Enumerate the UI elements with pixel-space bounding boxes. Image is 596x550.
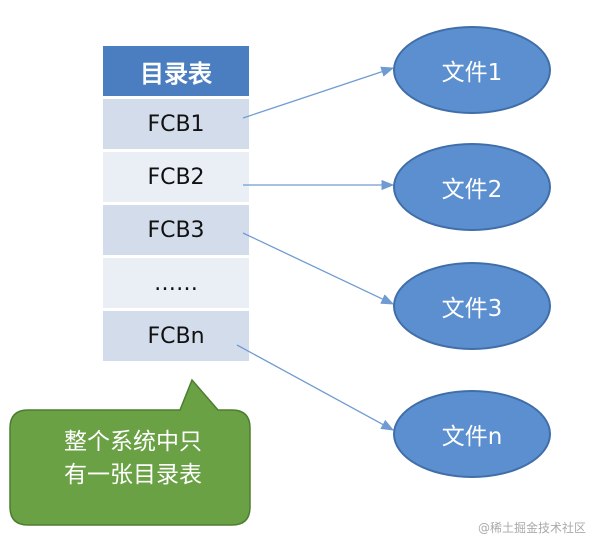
fcb-row-2: FCB2 — [103, 152, 249, 202]
file-node-3-label: 文件3 — [441, 296, 503, 322]
watermark: @稀土掘金技术社区 — [477, 521, 586, 535]
file-node-1: 文件1 — [393, 26, 551, 114]
fcb-row-n: FCBn — [103, 311, 249, 361]
directory-table: 目录表 FCB1 FCB2 FCB3 …… FCBn — [103, 46, 249, 364]
callout-line-2: 有一张目录表 — [64, 462, 202, 488]
file-node-3: 文件3 — [393, 262, 551, 350]
file-node-2: 文件2 — [393, 143, 551, 231]
arrow-fcb1-to-file1 — [242, 66, 395, 119]
fcb-row-1: FCB1 — [103, 99, 249, 149]
file-node-1-label: 文件1 — [441, 60, 503, 86]
directory-table-header: 目录表 — [103, 46, 249, 96]
callout-bubble — [9, 378, 251, 526]
arrow-fcb3-to-file3 — [242, 232, 395, 305]
file-node-n-label: 文件n — [441, 424, 503, 450]
file-node-2-label: 文件2 — [441, 177, 503, 203]
fcb-row-3: FCB3 — [103, 205, 249, 255]
file-node-n: 文件n — [393, 390, 551, 478]
callout-line-1: 整个系统中只 — [64, 429, 202, 455]
fcb-row-ellipsis: …… — [103, 258, 249, 308]
callout-text: 整个系统中只 有一张目录表 — [18, 426, 248, 492]
arrow-fcbn-to-filen — [236, 344, 395, 431]
